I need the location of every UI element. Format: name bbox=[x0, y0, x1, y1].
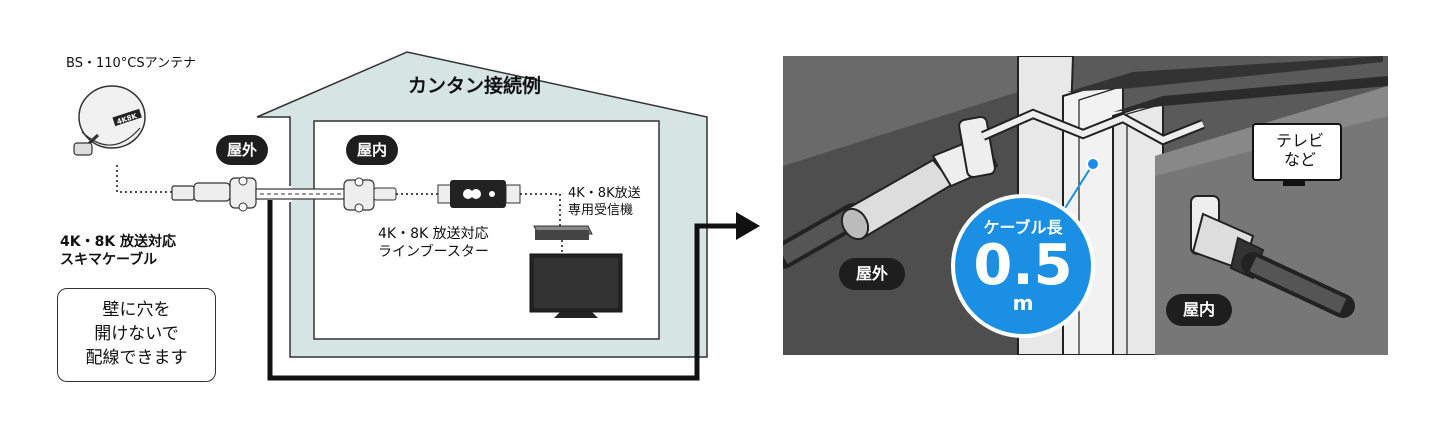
cable-length-unit: m bbox=[1012, 291, 1034, 315]
tv-label-line2: など bbox=[1283, 150, 1316, 169]
note-line3: 配線できます bbox=[85, 348, 188, 368]
receiver-label-line1: 4K・8K放送 bbox=[568, 186, 641, 201]
tv-icon bbox=[529, 253, 623, 318]
tv-label-line1: テレビ bbox=[1275, 131, 1324, 150]
no-drilling-note: 壁に穴を 開けないで 配線できます bbox=[57, 288, 216, 382]
line-booster-icon bbox=[437, 180, 521, 208]
antenna-label: BS・110°CSアンテナ bbox=[66, 56, 197, 71]
note-line1: 壁に穴を bbox=[102, 300, 171, 320]
window-gap-illustration bbox=[783, 56, 1388, 355]
outdoor-connector-icon bbox=[171, 176, 257, 212]
connection-diagram bbox=[73, 51, 760, 381]
booster-label-line2: ラインブースター bbox=[378, 244, 489, 260]
receiver-icon bbox=[533, 225, 593, 240]
cable-label-line2: スキマケーブル bbox=[60, 252, 158, 268]
cable-label-line1: 4K・8K 放送対応 bbox=[60, 234, 177, 250]
cable-length-value: 0.5 bbox=[973, 233, 1073, 298]
antenna-icon bbox=[73, 85, 146, 156]
right-outdoor-badge: 屋外 bbox=[839, 258, 905, 290]
tv-small-icon bbox=[1252, 123, 1342, 186]
cable-length-circle bbox=[951, 194, 1095, 338]
note-line2: 開けないで bbox=[94, 324, 179, 344]
house-title: カンタン接続例 bbox=[408, 75, 542, 97]
right-indoor-badge: 屋内 bbox=[1166, 294, 1232, 326]
receiver-label-line2: 専用受信機 bbox=[568, 203, 634, 218]
indoor-plug-icon bbox=[1190, 195, 1265, 280]
outdoor-badge: 屋外 bbox=[216, 135, 268, 165]
booster-label-line1: 4K・8K 放送対応 bbox=[378, 226, 489, 242]
indoor-connector-icon bbox=[343, 177, 397, 213]
cable-length-label: ケーブル長 bbox=[983, 218, 1063, 237]
indoor-badge: 屋内 bbox=[346, 135, 398, 165]
